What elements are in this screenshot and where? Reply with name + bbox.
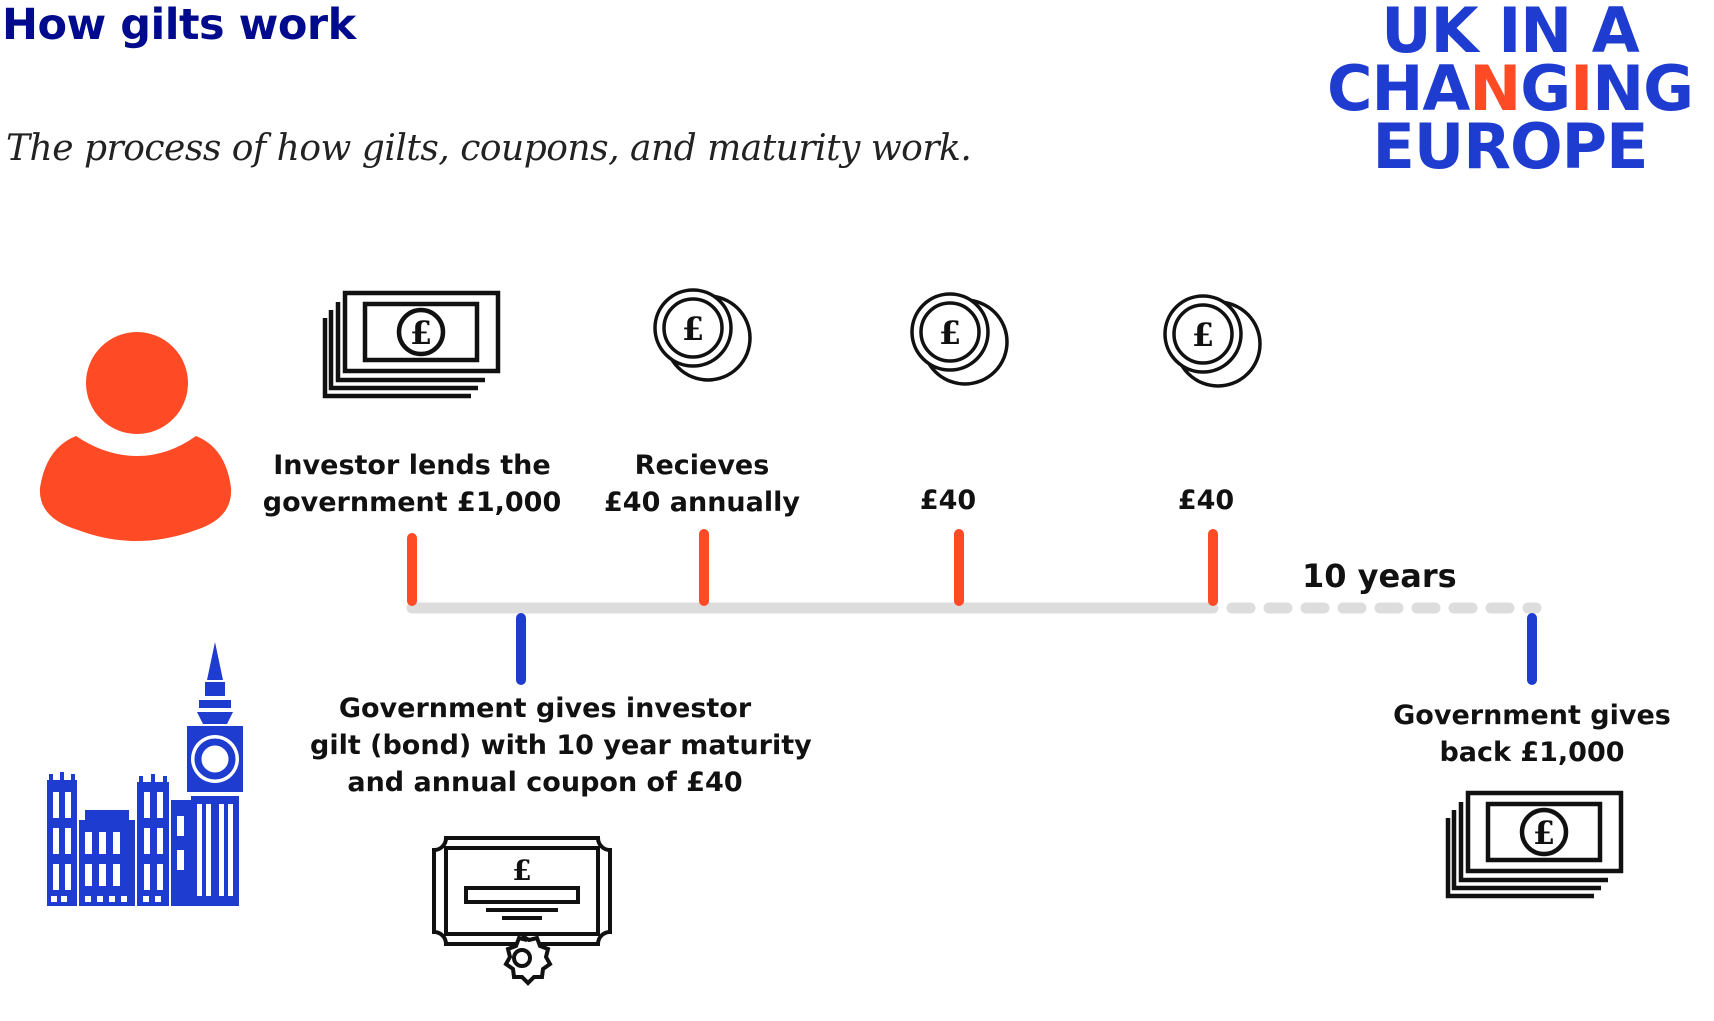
coupon-label-3: £40 [1177, 485, 1235, 516]
page-title: How gilts work [2, 0, 356, 50]
duration-label: 10 years [1302, 557, 1457, 595]
repay-label: Government gives back £1,000 [1393, 700, 1671, 768]
svg-text:£: £ [682, 310, 704, 348]
uk-in-a-changing-europe-logo: UK IN A CHANGING EUROPE [1310, 0, 1710, 183]
coupon-label-2: £40 [919, 485, 977, 516]
coins-icon: £ [1163, 294, 1262, 388]
logo-line-3: EUROPE [1372, 110, 1649, 183]
coins-icon: £ [653, 288, 752, 382]
svg-text:£: £ [1533, 814, 1555, 852]
person-icon [39, 332, 232, 541]
svg-text:£: £ [939, 314, 961, 352]
svg-text:£: £ [1192, 316, 1214, 354]
gilt-certificate-icon: £ [432, 836, 612, 986]
coins-icon: £ [910, 292, 1009, 386]
logo-line-2: CHANGING [1326, 52, 1694, 125]
pound-sign: £ [410, 314, 432, 352]
receive-label: Recieves £40 annually [604, 450, 800, 518]
parliament-icon [47, 642, 243, 906]
gilt-label: Government gives investor gilt (bond) wi… [310, 693, 812, 798]
banknote-stack-icon: £ [1445, 790, 1624, 899]
svg-text:£: £ [512, 854, 531, 887]
banknote-stack-icon: £ [322, 290, 501, 399]
logo-line-1: UK IN A [1381, 0, 1640, 67]
page-subtitle: The process of how gilts, coupons, and m… [6, 128, 972, 169]
lend-label: Investor lends the government £1,000 [262, 450, 562, 518]
